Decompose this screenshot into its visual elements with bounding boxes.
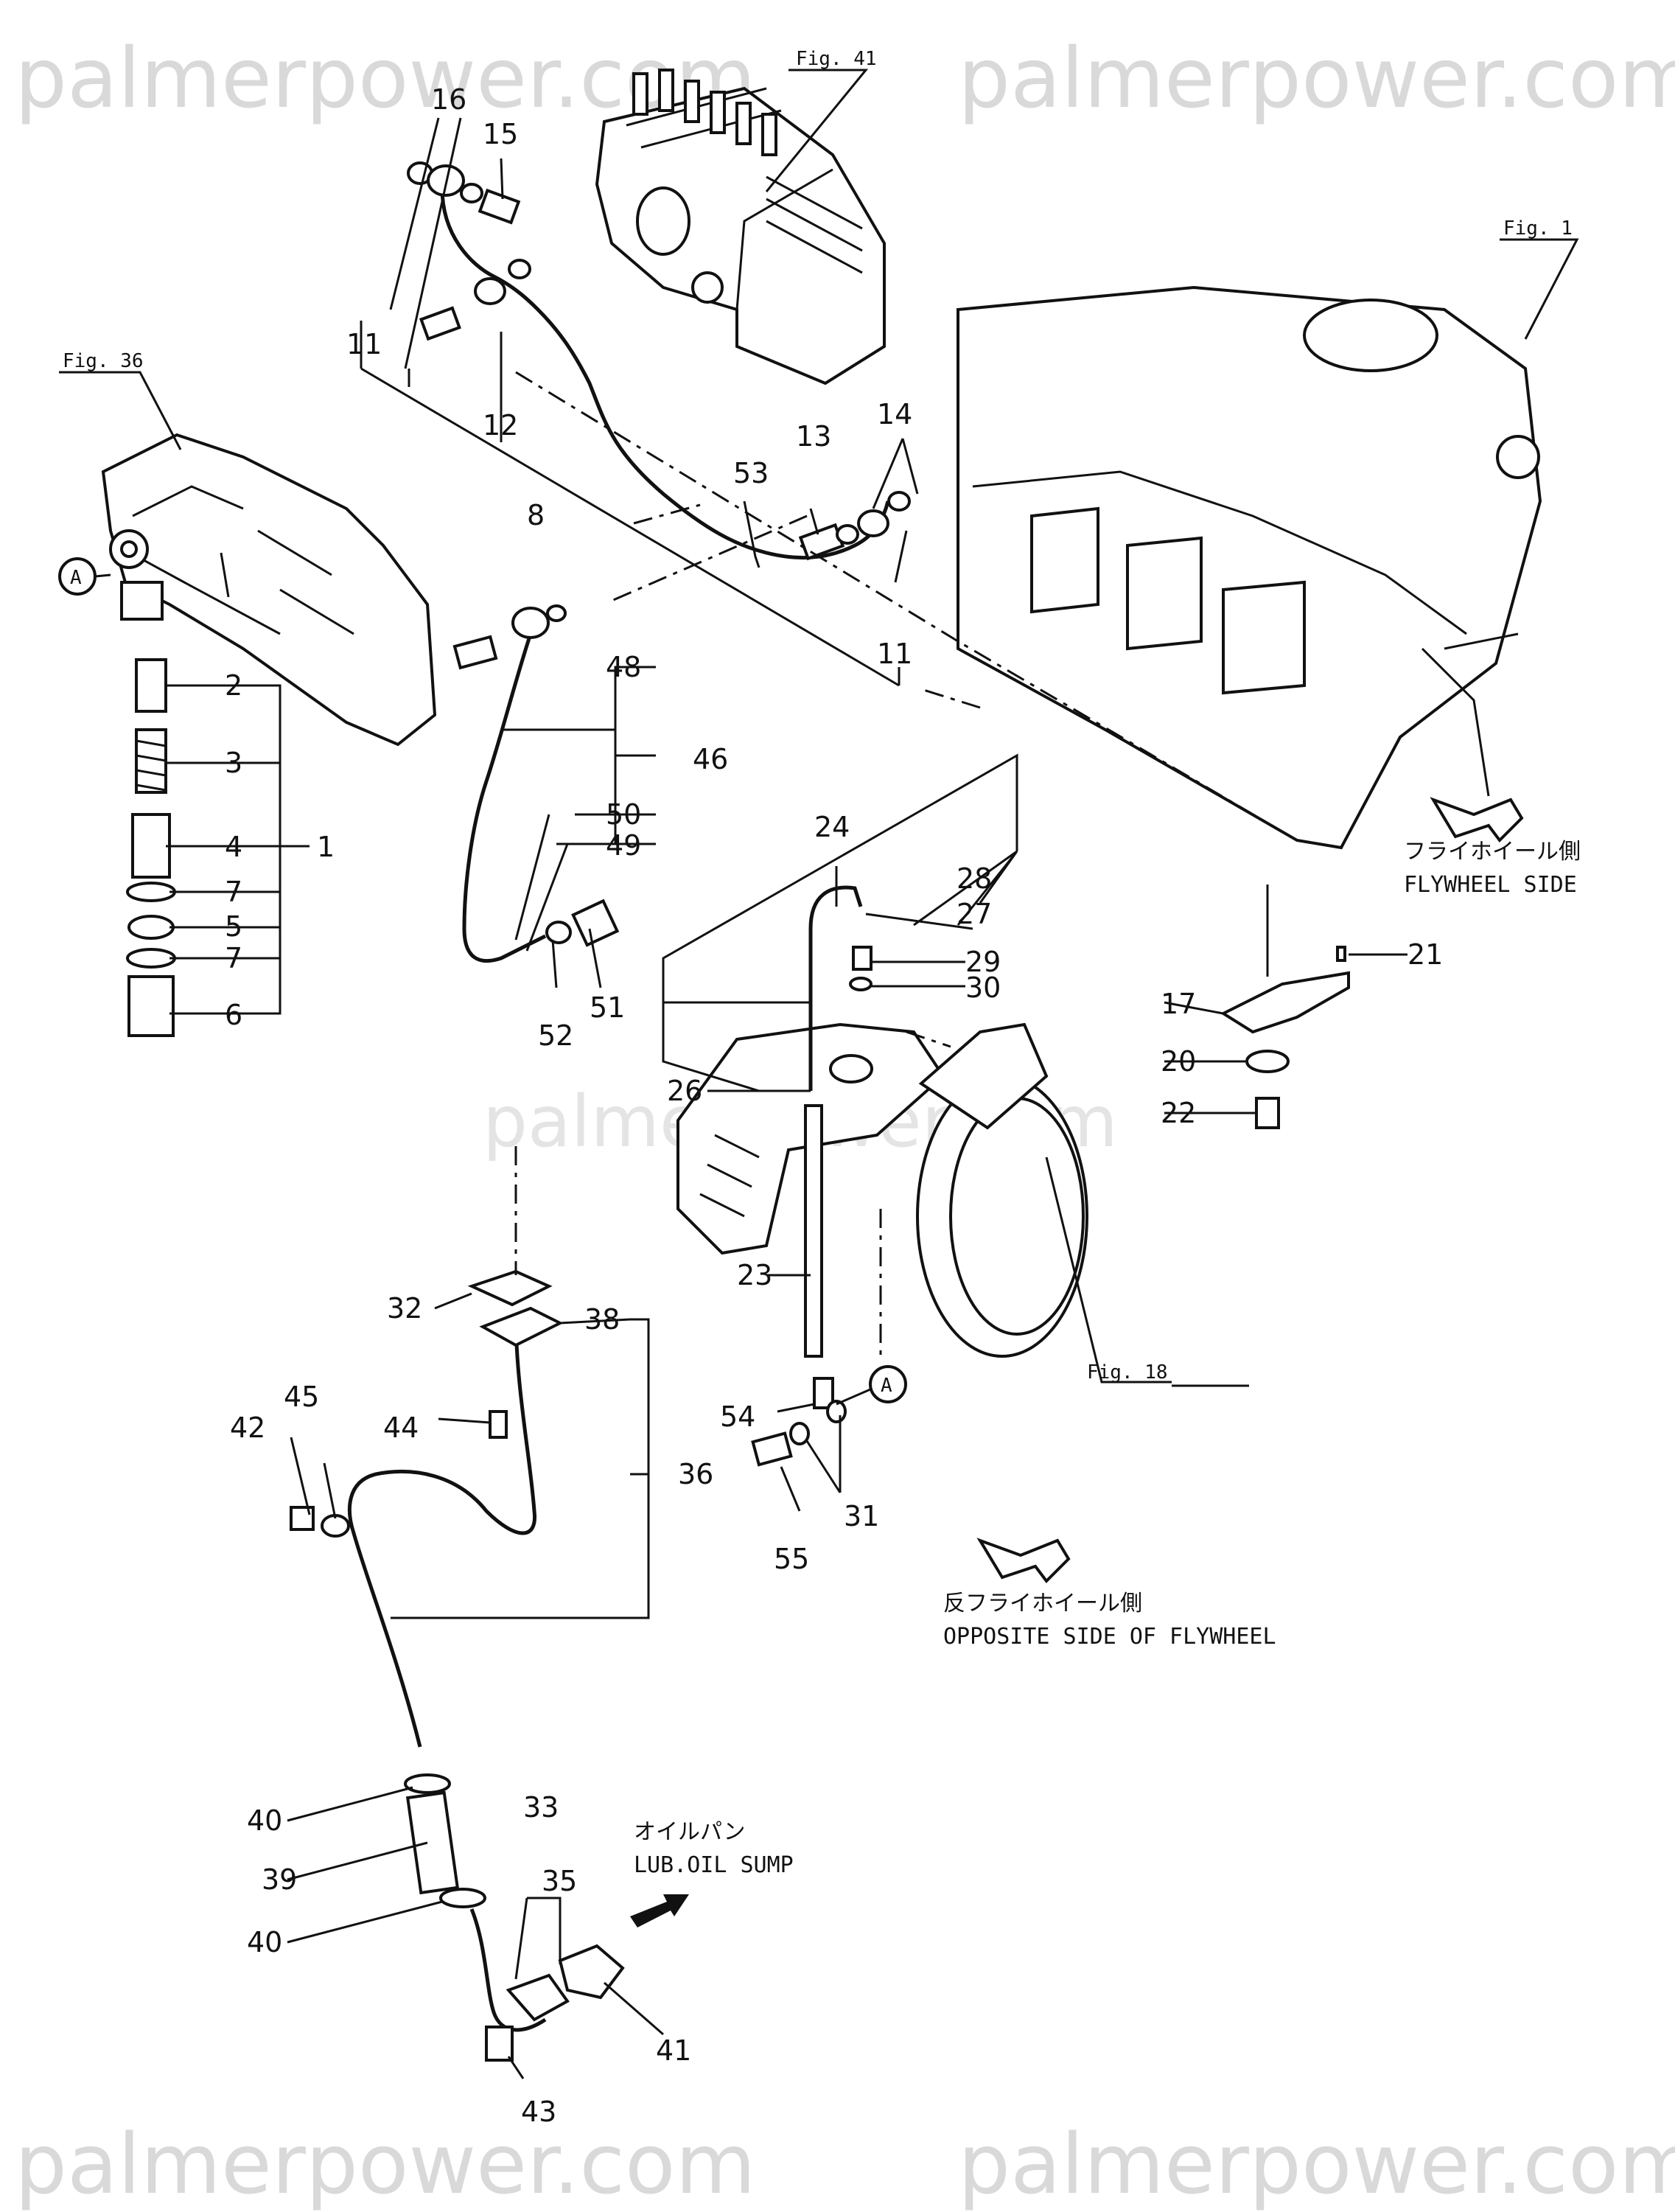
flywheel-side-label-en: FLYWHEEL SIDE xyxy=(1404,872,1577,898)
callout-30: 30 xyxy=(965,971,1001,1004)
callout-40: 40 xyxy=(247,1804,282,1837)
callout-45: 45 xyxy=(284,1381,319,1413)
callout-32: 32 xyxy=(387,1292,422,1325)
opposite-side-arrow-icon xyxy=(976,1538,1071,1584)
turbocharger-drawing xyxy=(676,1022,1088,1358)
oil-cooler-housing-drawing xyxy=(101,433,437,747)
extension-lines xyxy=(514,371,1298,1356)
callouts: 1 2 3 4 5 6 7 7 8 11 11 12 13 14 15 16 1… xyxy=(225,83,1443,2128)
callout-17: 17 xyxy=(1161,988,1196,1020)
opposite-side-label-jp: 反フライホイール側 xyxy=(943,1591,1142,1616)
leader-lines xyxy=(166,117,1408,2079)
callout-43: 43 xyxy=(521,2096,556,2128)
callout-44: 44 xyxy=(383,1412,419,1444)
callout-1: 1 xyxy=(317,831,335,863)
callout-3: 3 xyxy=(225,747,242,779)
callout-31: 31 xyxy=(844,1500,879,1532)
fig36-label: Fig. 36 xyxy=(63,350,144,372)
callout-55: 55 xyxy=(774,1543,809,1575)
callout-53: 53 xyxy=(733,457,769,489)
callout-4: 4 xyxy=(225,831,242,863)
callout-21: 21 xyxy=(1408,938,1443,971)
callout-16: 16 xyxy=(431,83,466,116)
callout-7: 7 xyxy=(225,942,242,974)
watermark-top-left: palmerpower.com xyxy=(15,31,756,127)
callout-12: 12 xyxy=(483,409,518,442)
callout-33: 33 xyxy=(523,1791,559,1824)
callout-28: 28 xyxy=(957,862,992,895)
callout-26: 26 xyxy=(667,1075,702,1107)
callout-42: 42 xyxy=(230,1412,265,1444)
direction-arrows xyxy=(630,797,1524,1927)
callout-36: 36 xyxy=(678,1458,713,1490)
callout-5: 5 xyxy=(225,910,242,943)
callout-11: 11 xyxy=(346,328,382,360)
callout-2: 2 xyxy=(225,669,242,702)
callout-54: 54 xyxy=(720,1400,755,1433)
flywheel-side-label-jp: フライホイール側 xyxy=(1404,839,1581,865)
callout-41: 41 xyxy=(656,2034,691,2067)
callout-7: 7 xyxy=(225,876,242,908)
callout-24: 24 xyxy=(814,811,850,843)
callout-40: 40 xyxy=(247,1926,282,1958)
callout-51: 51 xyxy=(590,991,625,1024)
callout-11: 11 xyxy=(877,638,912,670)
flywheel-side-arrow-icon xyxy=(1430,797,1524,843)
fig18-label: Fig. 18 xyxy=(1087,1361,1168,1384)
callout-13: 13 xyxy=(796,420,831,453)
opposite-side-label-en: OPPOSITE SIDE OF FLYWHEEL xyxy=(943,1624,1276,1650)
reference-a-right: A xyxy=(881,1375,892,1397)
callout-50: 50 xyxy=(606,798,641,831)
reference-a-markers: A A xyxy=(58,557,907,1406)
callout-20: 20 xyxy=(1161,1045,1196,1078)
callout-48: 48 xyxy=(606,651,641,683)
callout-49: 49 xyxy=(606,829,641,862)
callout-52: 52 xyxy=(538,1019,573,1052)
fig41-label: Fig. 41 xyxy=(796,48,877,70)
pipes-drawing xyxy=(348,187,890,2032)
lub-oil-sump-label-en: LUB.OIL SUMP xyxy=(634,1852,794,1878)
callout-23: 23 xyxy=(737,1259,772,1291)
callout-38: 38 xyxy=(584,1303,620,1336)
callout-22: 22 xyxy=(1161,1097,1196,1129)
callout-29: 29 xyxy=(965,946,1001,978)
cylinder-block-drawing xyxy=(957,285,1542,850)
watermark-top-right: palmerpower.com xyxy=(958,31,1675,127)
callout-8: 8 xyxy=(527,499,545,531)
watermark-bottom-left: palmerpower.com xyxy=(15,2117,756,2212)
reference-a-left: A xyxy=(70,567,82,589)
callout-46: 46 xyxy=(693,743,728,775)
figure-references: Fig. 41 Fig. 36 Fig. 1 Fig. 18 xyxy=(59,48,1579,1387)
watermark-bottom-right: palmerpower.com xyxy=(958,2117,1675,2212)
fig1-label: Fig. 1 xyxy=(1503,217,1573,240)
callout-15: 15 xyxy=(483,118,518,150)
callout-39: 39 xyxy=(262,1863,297,1896)
callout-35: 35 xyxy=(542,1865,577,1897)
callout-14: 14 xyxy=(877,398,912,430)
injection-pump-drawing xyxy=(595,69,886,385)
lub-oil-sump-label-jp: オイルパン xyxy=(634,1819,746,1845)
sump-arrow-icon xyxy=(630,1894,689,1927)
callout-6: 6 xyxy=(225,999,242,1031)
callout-27: 27 xyxy=(957,898,992,930)
